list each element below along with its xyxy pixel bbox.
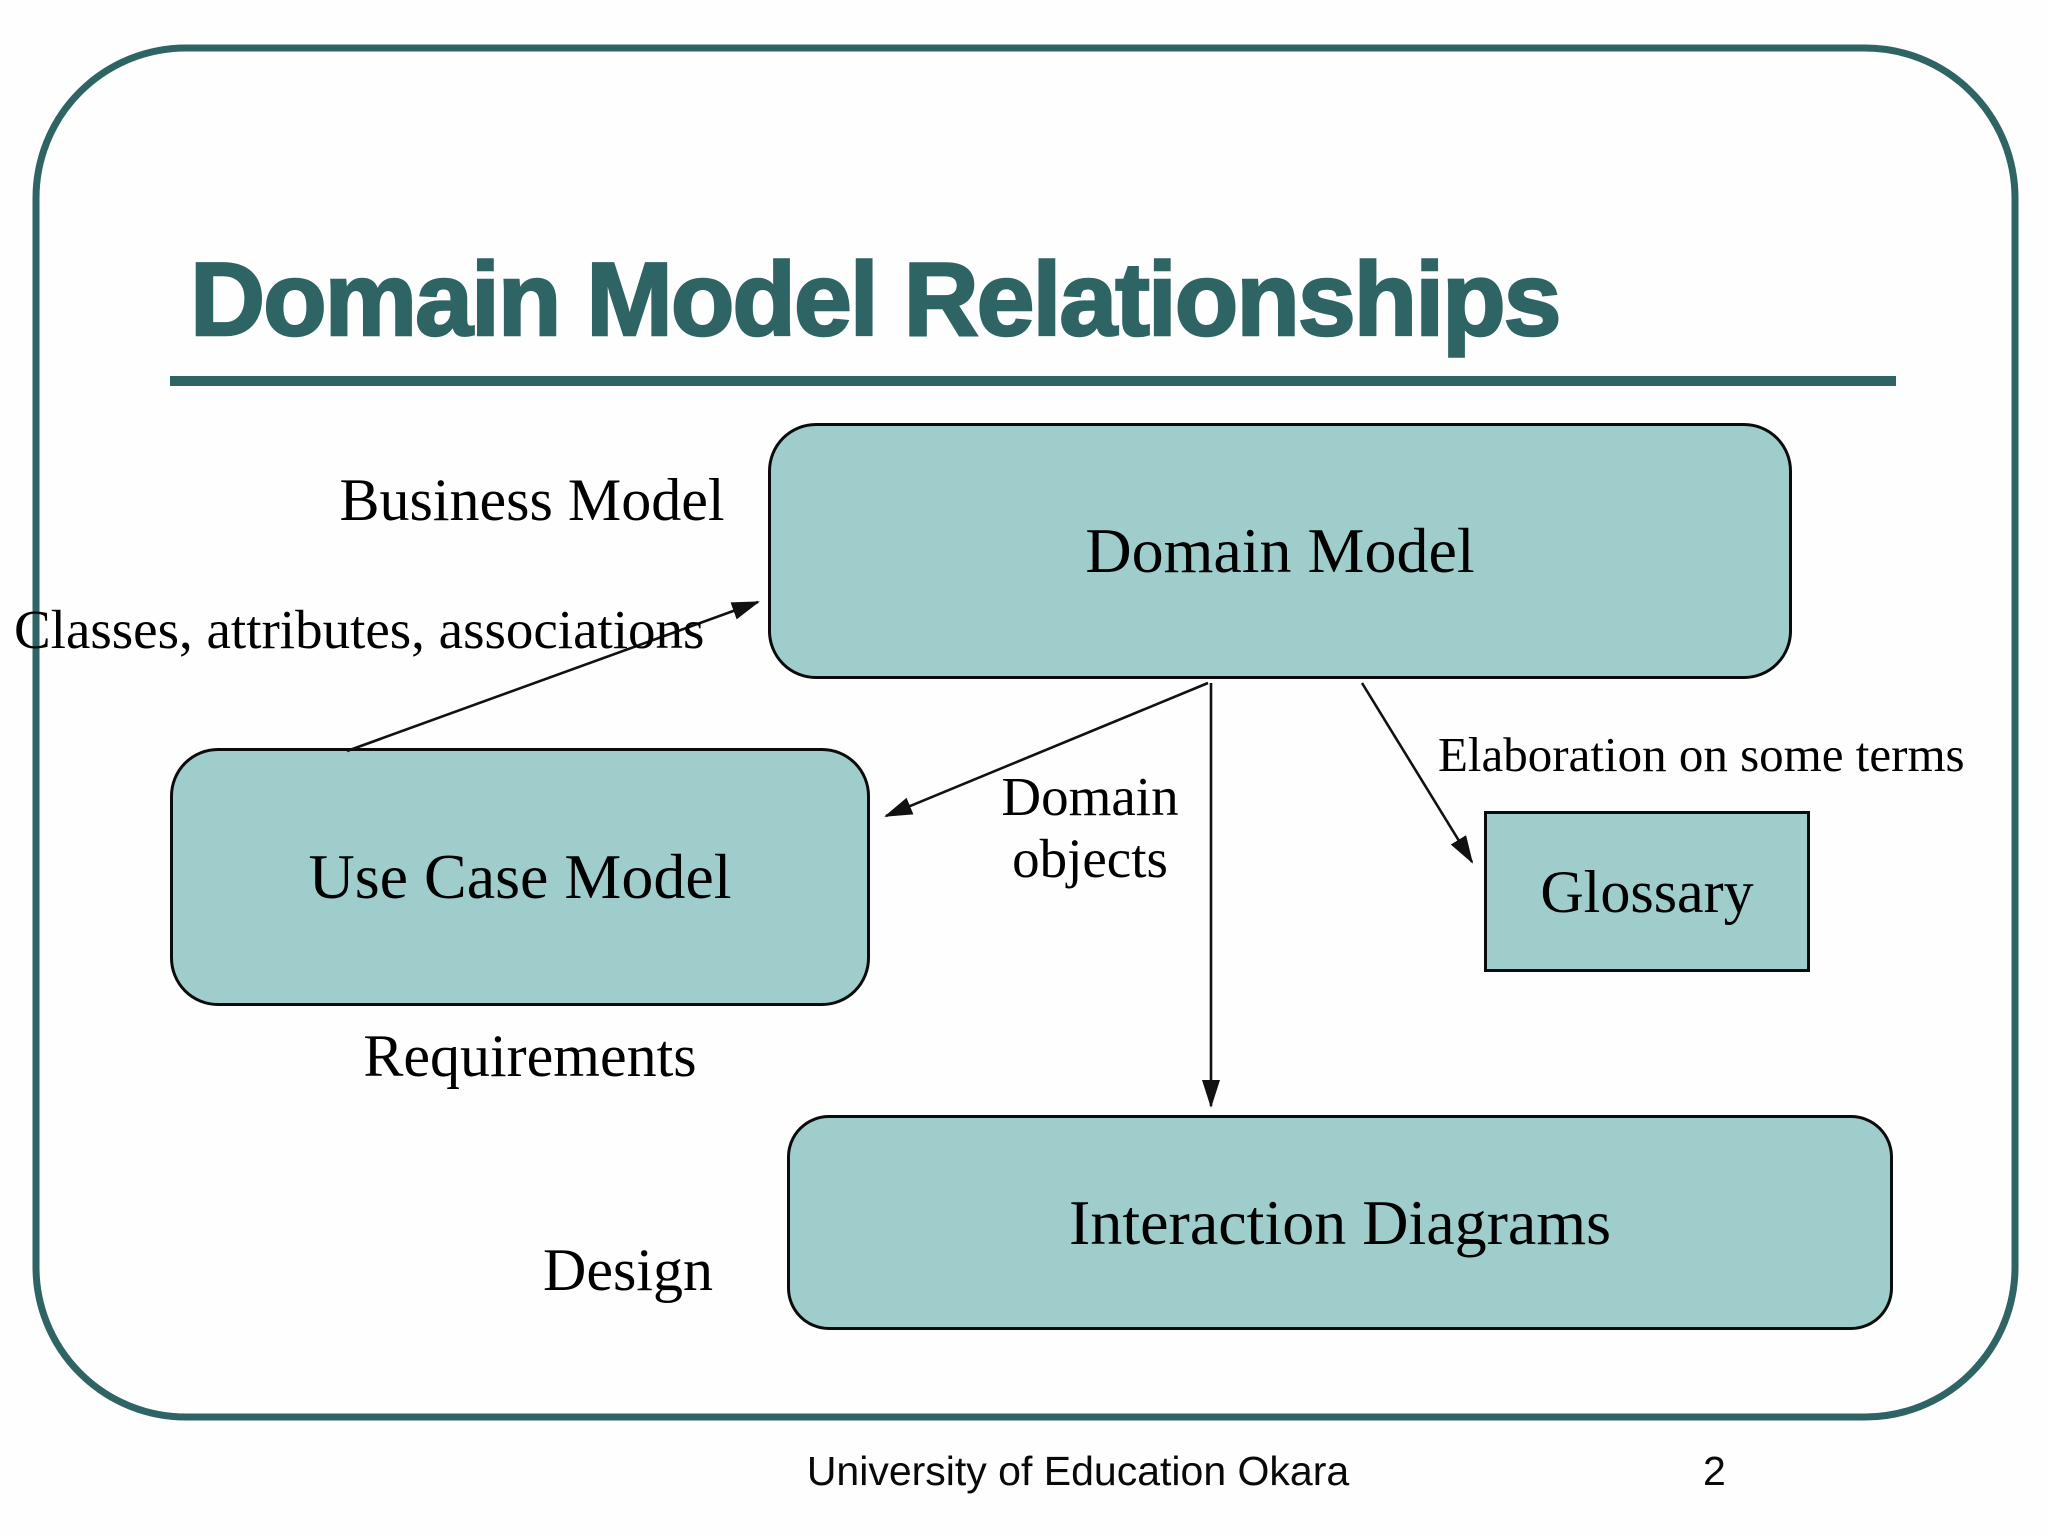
design-label: Design (543, 1237, 713, 1303)
title-underline (170, 376, 1896, 386)
classes-attributes-label: Classes, attributes, associations (14, 599, 705, 660)
interaction-diagrams-box: Interaction Diagrams (787, 1115, 1893, 1330)
requirements-label: Requirements (363, 1023, 697, 1089)
glossary-box: Glossary (1484, 811, 1810, 972)
glossary-label: Glossary (1540, 858, 1754, 925)
domain-objects-label: Domain objects (940, 766, 1240, 889)
use-case-model-box: Use Case Model (170, 748, 870, 1006)
elaboration-label: Elaboration on some terms (1438, 727, 1965, 782)
slide-footer: University of Education Okara 2 (0, 1448, 2048, 1508)
footer-page-number: 2 (1703, 1448, 1726, 1494)
interaction-diagrams-label: Interaction Diagrams (1069, 1186, 1611, 1258)
domain-model-box: Domain Model (768, 423, 1792, 679)
use-case-model-label: Use Case Model (308, 841, 732, 912)
domain-model-label: Domain Model (1085, 515, 1475, 586)
slide-border-rect (32, 44, 2019, 1421)
page-title: Domain Model Relationships (189, 242, 1563, 358)
domain-objects-line1: Domain (1001, 766, 1179, 827)
domain-objects-line2: objects (1012, 827, 1168, 889)
business-model-label: Business Model (339, 467, 725, 533)
footer-institution: University of Education Okara (806, 1448, 1350, 1494)
